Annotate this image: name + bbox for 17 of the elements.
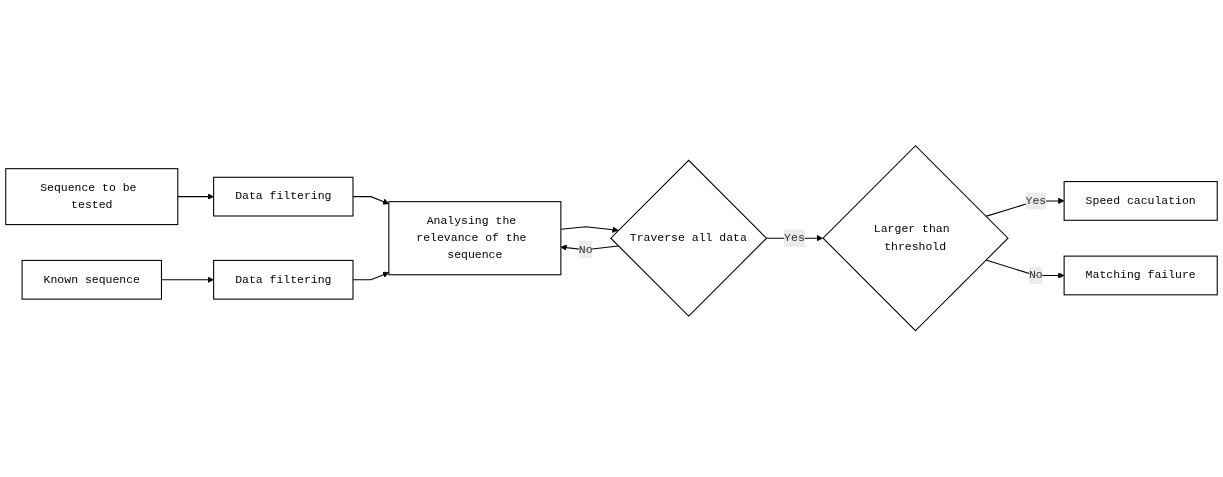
node-diamond: Larger than threshold bbox=[822, 145, 1009, 332]
edge-label: No bbox=[578, 243, 593, 257]
arrow bbox=[177, 193, 214, 201]
node-box: Data filtering bbox=[213, 177, 354, 217]
node-box: Sequence to be tested bbox=[5, 168, 179, 226]
arrow bbox=[352, 272, 390, 281]
node-box: Matching failure bbox=[1063, 255, 1218, 296]
edge-label: Yes bbox=[1025, 194, 1047, 208]
arrow bbox=[352, 196, 390, 205]
node-box: Analysing the relevance of the sequence bbox=[388, 201, 562, 276]
node-box: Known sequence bbox=[21, 260, 162, 300]
node-diamond: Traverse all data bbox=[610, 159, 768, 318]
edge-label: Yes bbox=[784, 232, 805, 245]
edge-label: No bbox=[1028, 269, 1043, 283]
arrow bbox=[560, 226, 619, 234]
node-box: Data filtering bbox=[213, 260, 354, 300]
node-box: Speed caculation bbox=[1063, 181, 1218, 222]
